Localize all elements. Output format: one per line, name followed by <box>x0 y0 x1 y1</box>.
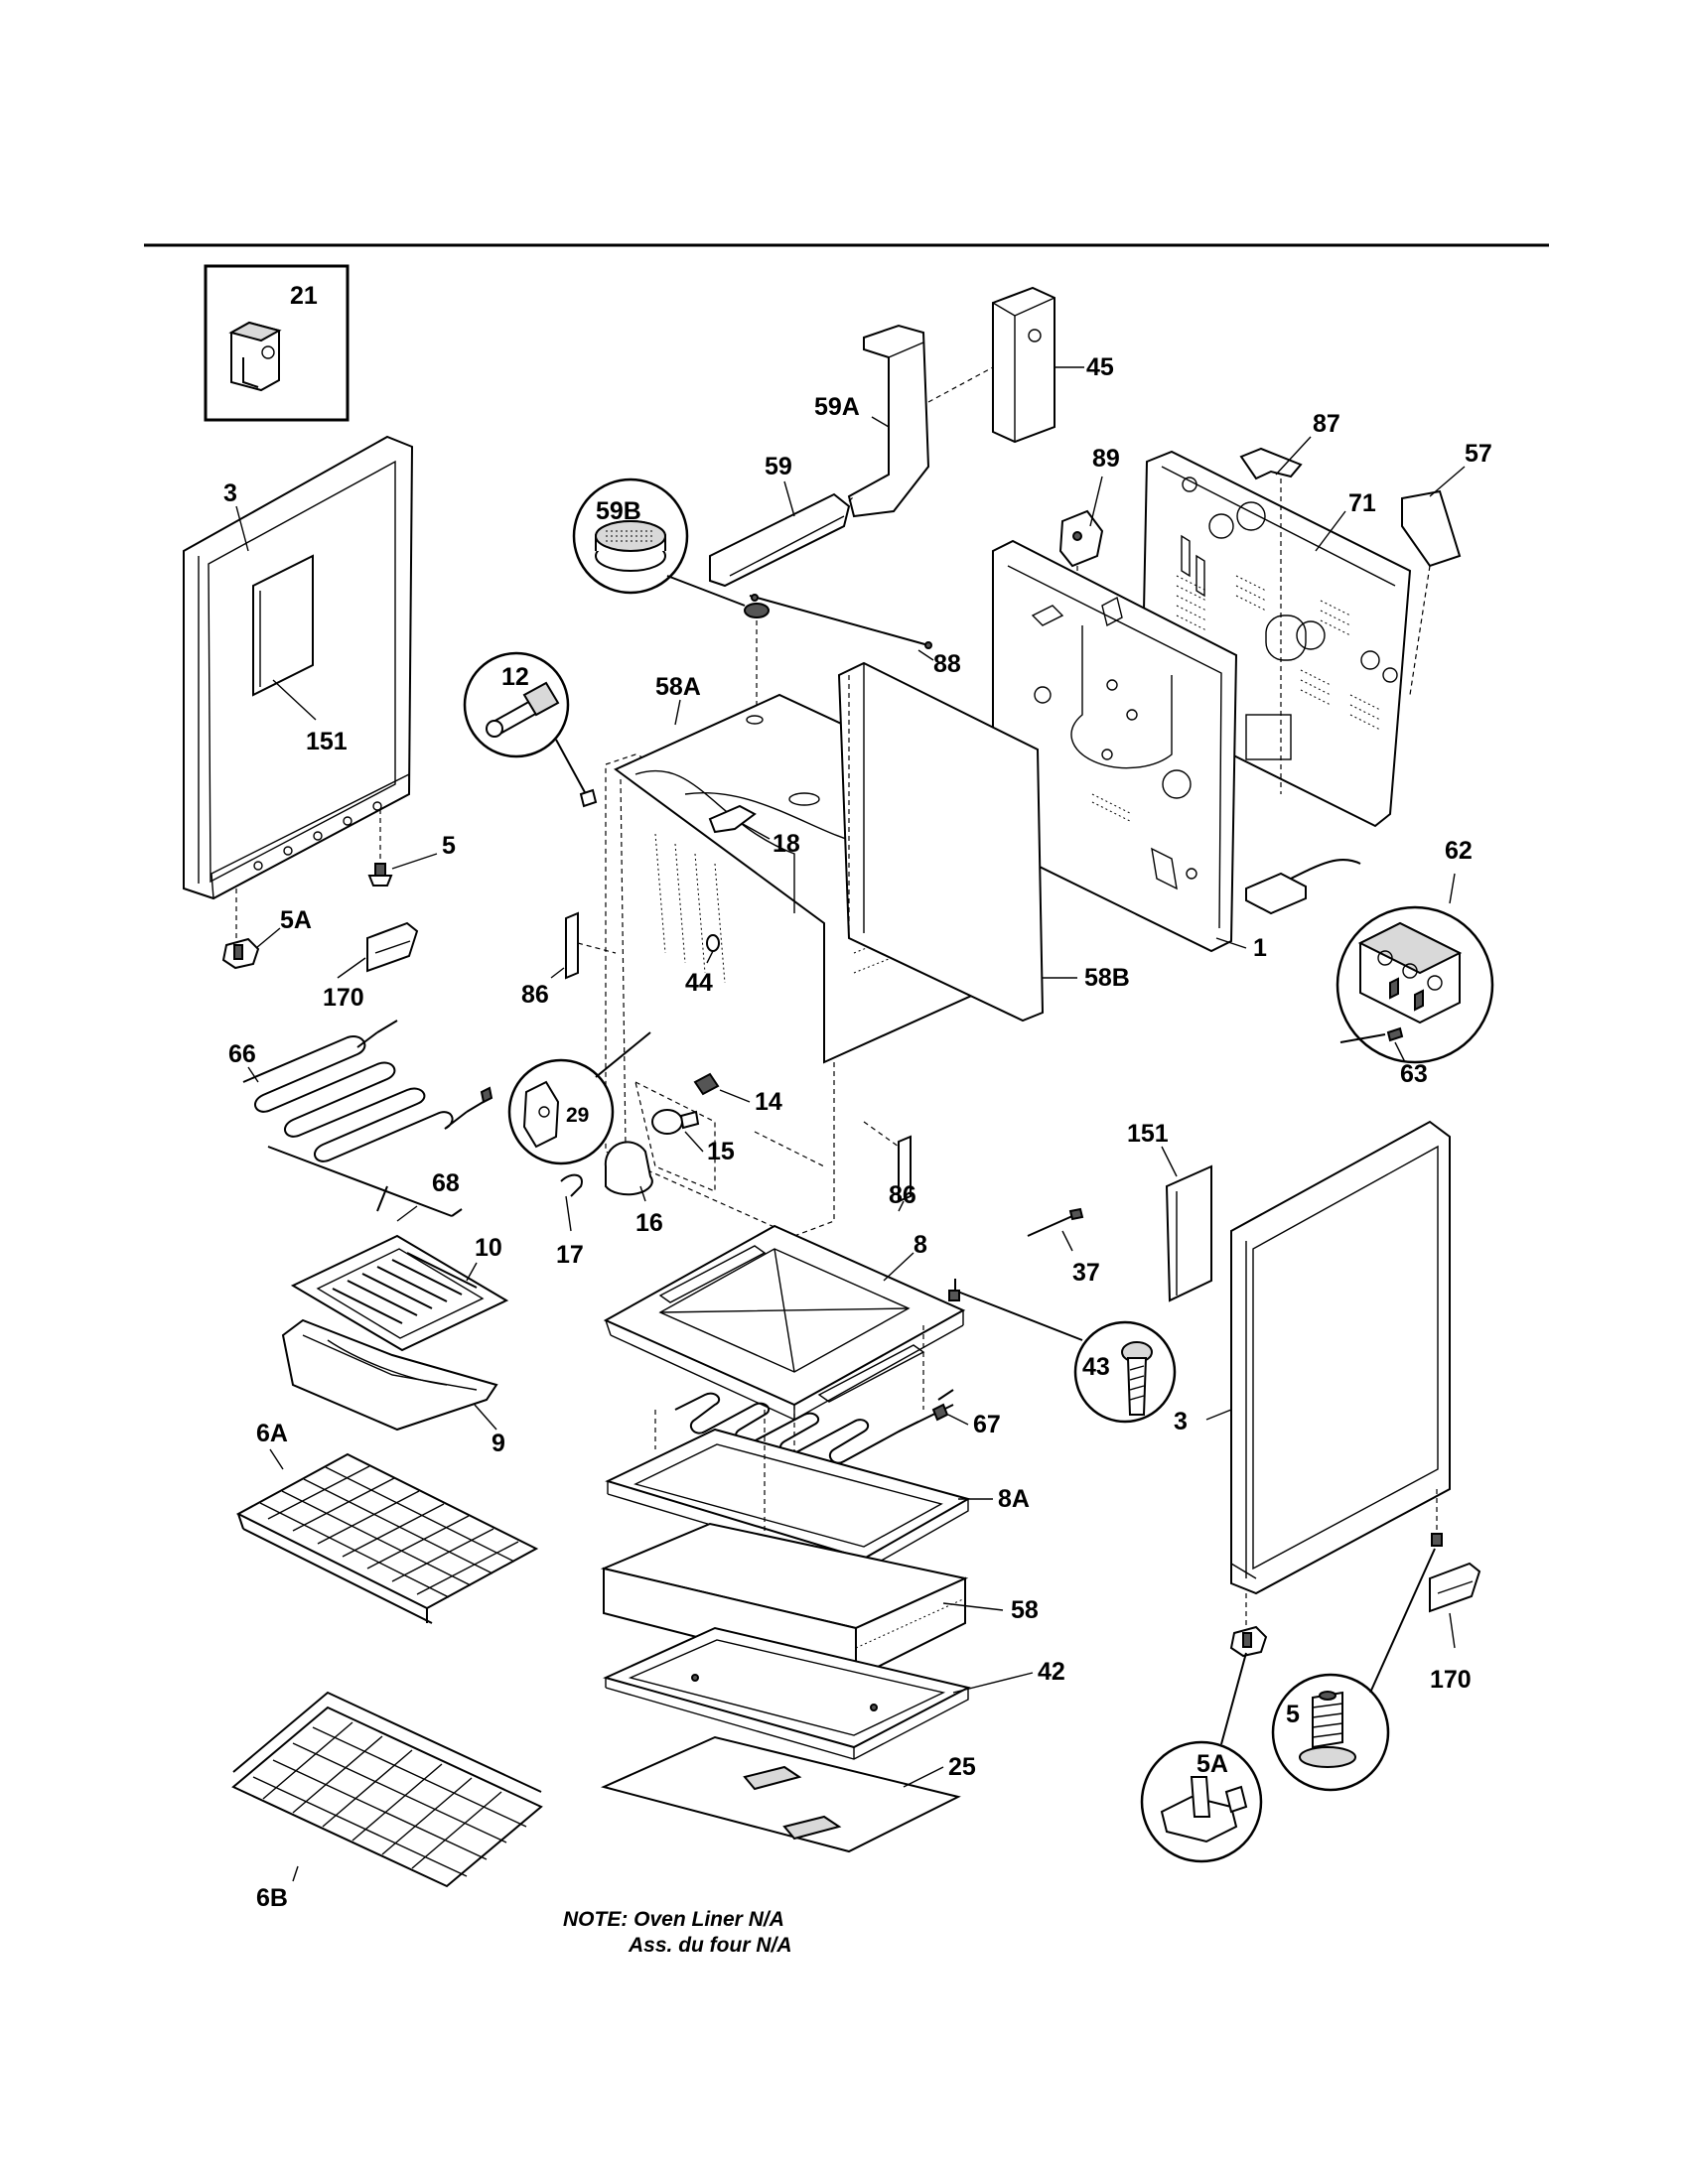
label-89: 89 <box>1092 445 1120 473</box>
label-58B: 58B <box>1084 964 1130 992</box>
label-5-right: 5 <box>1286 1701 1300 1728</box>
label-170-left: 170 <box>323 984 364 1012</box>
label-62: 62 <box>1445 837 1473 865</box>
label-87: 87 <box>1313 410 1340 438</box>
label-45: 45 <box>1086 353 1114 381</box>
label-29: 29 <box>566 1104 589 1127</box>
label-71: 71 <box>1348 489 1376 517</box>
label-59: 59 <box>765 453 792 480</box>
part-89-bracket: 89 <box>1058 445 1120 675</box>
label-151-left: 151 <box>306 728 348 755</box>
part-12-sensor-callout: 12 <box>463 651 598 808</box>
part-1-oven-back-panel: 1 <box>992 539 1267 962</box>
note-line-1: NOTE: Oven Liner N/A <box>563 1908 784 1931</box>
label-18: 18 <box>773 830 800 858</box>
label-42: 42 <box>1038 1658 1065 1686</box>
part-6B-oven-rack: 6B <box>231 1691 543 1912</box>
label-170-right: 170 <box>1430 1666 1472 1694</box>
part-59-vent-duct: 59 <box>709 453 855 588</box>
label-25: 25 <box>948 1753 976 1781</box>
part-87-bracket: 87 <box>1239 410 1340 794</box>
label-9: 9 <box>492 1430 505 1457</box>
label-5A-right: 5A <box>1196 1750 1228 1778</box>
label-44: 44 <box>685 969 713 997</box>
label-59B: 59B <box>596 497 641 525</box>
part-oven-cavity-assembly: 58A 58B 18 44 <box>605 661 1130 1237</box>
part-21-inset: 21 <box>204 264 350 422</box>
part-57-cover-plate: 57 <box>1401 440 1492 696</box>
label-63: 63 <box>1400 1060 1428 1088</box>
label-14: 14 <box>755 1088 782 1116</box>
label-15: 15 <box>707 1138 735 1165</box>
label-21: 21 <box>290 282 318 310</box>
label-68: 68 <box>432 1169 460 1197</box>
part-leveling-legs-right: 170 5 5A <box>1140 1489 1481 1863</box>
part-42-bottom-pan: 42 <box>603 1626 1065 1760</box>
label-37: 37 <box>1072 1259 1100 1287</box>
label-10: 10 <box>475 1234 502 1262</box>
label-66: 66 <box>228 1040 256 1068</box>
part-59A-vent-tube: 59A <box>814 324 994 518</box>
label-58A: 58A <box>655 673 701 701</box>
part-45-vent-duct: 45 <box>992 286 1114 444</box>
part-3-right-side-panel: 151 3 <box>1127 1120 1451 1595</box>
part-86-hinge-receiver-right: 86 <box>863 1121 916 1212</box>
part-leveling-legs-left: 5 5A 170 <box>221 809 456 1012</box>
part-6A-oven-rack: 6A <box>235 1420 539 1624</box>
label-16: 16 <box>635 1209 663 1237</box>
part-66-bake-element: 66 68 <box>228 1020 493 1222</box>
label-58: 58 <box>1011 1596 1039 1624</box>
label-57: 57 <box>1465 440 1492 468</box>
part-37-screw: 37 <box>1027 1207 1100 1287</box>
label-43: 43 <box>1082 1353 1110 1381</box>
label-67: 67 <box>973 1411 1001 1438</box>
part-8-oven-bottom: 8 <box>603 1224 1083 1421</box>
label-5A-left: 5A <box>280 906 312 934</box>
label-5-left: 5 <box>442 832 456 860</box>
label-17: 17 <box>556 1241 584 1269</box>
part-62-terminal-block-callout: 62 63 <box>1245 837 1494 1088</box>
label-59A: 59A <box>814 393 860 421</box>
label-1: 1 <box>1253 934 1267 962</box>
label-86-left: 86 <box>521 981 549 1009</box>
note-line-2: Ass. du four N/A <box>629 1934 792 1957</box>
part-9-broiler-pan: 9 <box>281 1318 505 1457</box>
part-29-switch-callout: 29 <box>507 1031 651 1165</box>
label-3-left: 3 <box>223 479 237 507</box>
part-67-broil-element: 67 <box>654 1325 1001 1479</box>
label-88: 88 <box>933 650 961 678</box>
part-86-hinge-receiver-left: 86 <box>521 911 617 1009</box>
part-59B-vent-cap-callout: 59B <box>572 478 770 725</box>
part-88-wire: 88 <box>749 594 961 678</box>
label-151-right: 151 <box>1127 1120 1169 1148</box>
label-8A: 8A <box>998 1485 1030 1513</box>
part-3-left-side-panel: 3 151 <box>183 435 414 900</box>
part-43-screw-callout: 43 <box>1073 1320 1177 1424</box>
part-14-15-16-17-lamp-assembly: 14 15 16 17 <box>556 1072 782 1269</box>
label-3-right: 3 <box>1174 1408 1188 1435</box>
label-6A: 6A <box>256 1420 288 1447</box>
label-6B: 6B <box>256 1884 288 1912</box>
label-86-right: 86 <box>889 1181 916 1209</box>
part-10-broiler-grid: 10 <box>290 1234 509 1352</box>
label-8: 8 <box>914 1231 927 1259</box>
part-25-bottom-cover: 25 <box>600 1735 976 1853</box>
label-12: 12 <box>501 663 529 691</box>
